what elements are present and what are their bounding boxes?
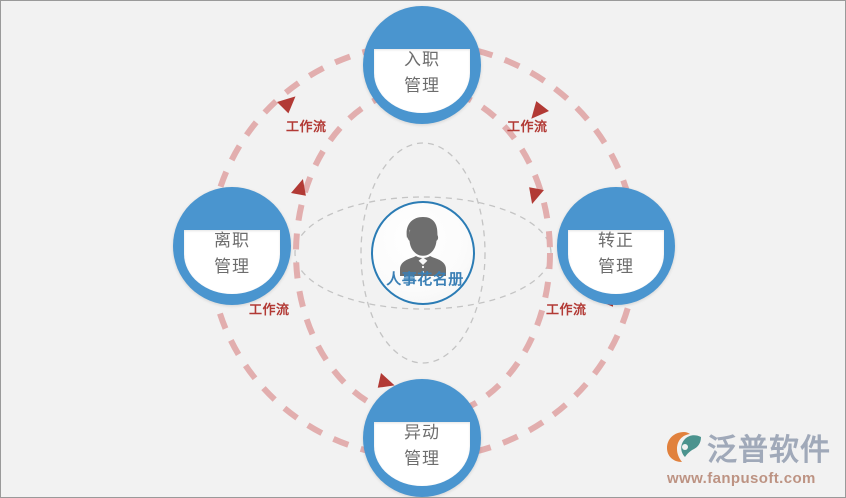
hub-employee-roster[interactable]: 人事花名册 xyxy=(371,201,475,305)
node-label: 异动 管理 xyxy=(404,423,440,468)
arrow-inner-bottom xyxy=(377,373,395,388)
flow-label-bottom-left: 工作流 xyxy=(249,302,290,317)
watermark-url: www.fanpusoft.com xyxy=(667,470,816,487)
globe-meridian-vertical xyxy=(360,142,486,364)
node-inner-shape xyxy=(374,49,470,113)
watermark-brand-name: 泛普软件 xyxy=(707,434,831,467)
arrow-outer-top-left xyxy=(277,96,296,114)
node-transfer[interactable]: 异动 管理 xyxy=(363,379,481,497)
arrow-inner-left xyxy=(291,178,306,196)
hub-label: 人事花名册 xyxy=(386,271,464,288)
node-inner-shape xyxy=(184,230,280,294)
arrow-outer-top-right xyxy=(531,101,549,119)
node-label: 转正 管理 xyxy=(598,231,634,276)
node-resignation[interactable]: 离职 管理 xyxy=(173,187,291,305)
node-regularization[interactable]: 转正 管理 xyxy=(557,187,675,305)
arrow-inner-right xyxy=(529,187,544,205)
watermark-row: 泛普软件 xyxy=(665,425,831,469)
flow-label-top-left: 工作流 xyxy=(286,119,327,134)
person-avatar-icon xyxy=(400,217,446,276)
node-inner-shape xyxy=(374,422,470,486)
flow-label-bottom-right: 工作流 xyxy=(546,302,587,317)
fanpu-logo-icon xyxy=(667,432,701,462)
workflow-orbit-inner xyxy=(293,85,553,421)
node-onboarding[interactable]: 入职 管理 xyxy=(363,6,481,124)
watermark: 泛普软件 www.fanpusoft.com xyxy=(665,425,831,487)
flow-label-top-right: 工作流 xyxy=(507,119,548,134)
node-inner-shape xyxy=(568,230,664,294)
node-label: 入职 管理 xyxy=(404,50,440,95)
node-label: 离职 管理 xyxy=(214,231,250,276)
